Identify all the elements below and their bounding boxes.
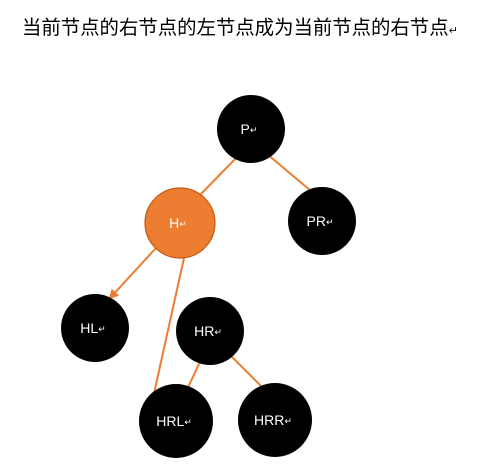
node-pr: PR↵ bbox=[288, 187, 356, 255]
node-label-mark: ↵ bbox=[250, 126, 258, 136]
node-circle-hrl bbox=[139, 384, 213, 458]
node-label-mark: ↵ bbox=[98, 325, 106, 335]
node-hrr: HRR↵ bbox=[238, 383, 312, 457]
node-hrl: HRL↵ bbox=[139, 384, 213, 458]
node-circle-h bbox=[144, 187, 216, 259]
edge-h-hrl bbox=[147, 257, 185, 409]
node-label-mark: ↵ bbox=[214, 328, 222, 338]
node-p: P↵ bbox=[217, 95, 285, 163]
edge-p-h bbox=[198, 153, 241, 197]
caption-main: 当前节点的右节点的左节点成为当前节点的右节点 bbox=[22, 16, 449, 39]
node-h: H↵ bbox=[144, 187, 216, 259]
caption-paragraph-mark: ↵ bbox=[448, 24, 458, 37]
node-label-mark: ↵ bbox=[184, 418, 192, 428]
edges-layer bbox=[108, 153, 319, 409]
node-label-hrl: HRL↵ bbox=[156, 413, 192, 429]
node-circle-pr bbox=[288, 187, 356, 255]
node-label-mark: ↵ bbox=[326, 218, 334, 228]
edge-p-pr bbox=[266, 153, 319, 198]
caption-text: 当前节点的右节点的左节点成为当前节点的右节点↵ bbox=[22, 14, 483, 45]
node-circle-p bbox=[217, 95, 285, 163]
node-label-hrr: HRR↵ bbox=[254, 412, 292, 428]
node-hl: HL↵ bbox=[61, 294, 129, 362]
node-circle-hr bbox=[176, 297, 244, 365]
node-label-mark: ↵ bbox=[284, 417, 292, 427]
edge-h-hl bbox=[108, 247, 157, 300]
node-circle-hl bbox=[61, 294, 129, 362]
nodes-layer: P↵H↵ PR↵ HL↵ HR↵ HRL↵ HRR↵ bbox=[61, 95, 356, 458]
node-circle-hrr bbox=[238, 383, 312, 457]
node-hr: HR↵ bbox=[176, 297, 244, 365]
node-label-mark: ↵ bbox=[179, 220, 187, 230]
